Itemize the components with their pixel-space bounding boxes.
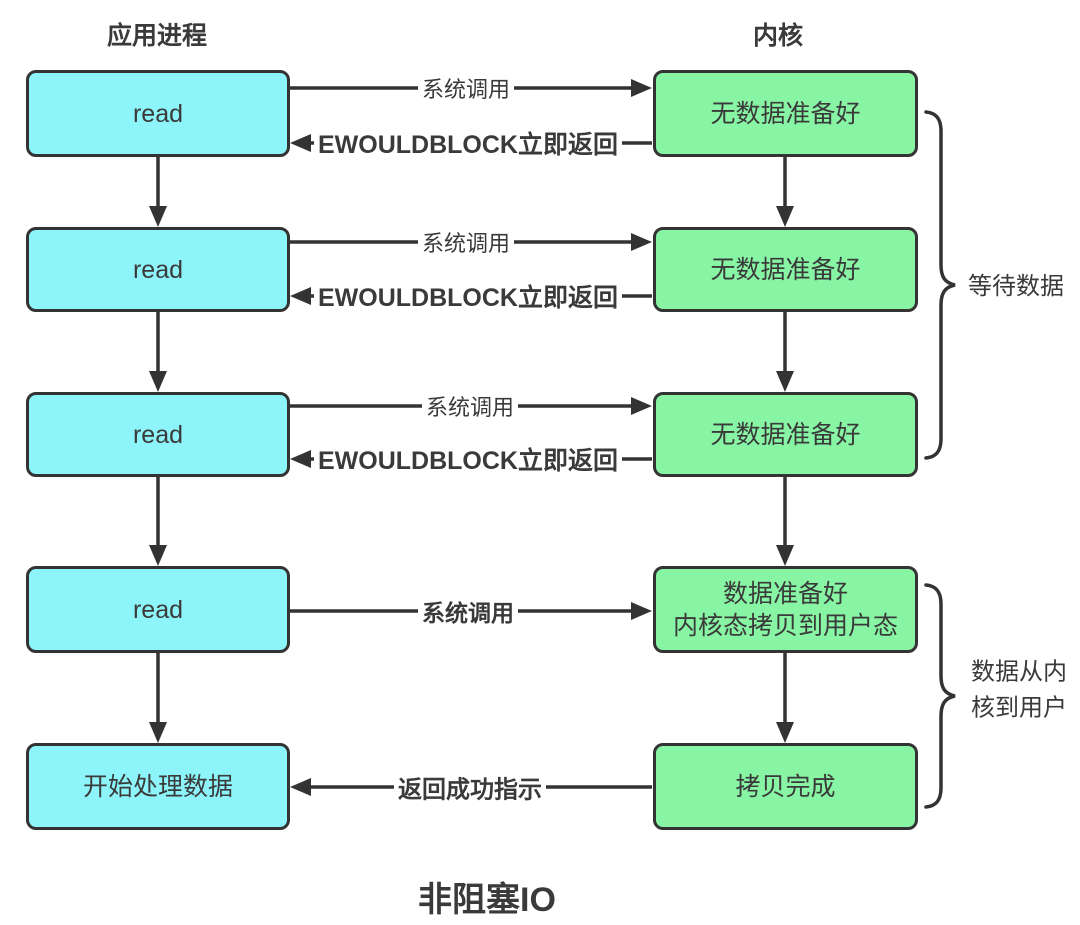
- process-box-read-4-label: read: [132, 595, 184, 624]
- arrow-down-left-4: [149, 653, 167, 743]
- kernel-box-no-data-3: 无数据准备好: [653, 392, 918, 477]
- arrow-down-right-1: [776, 157, 794, 227]
- brace-label-copy-phase-line1: 数据从内: [971, 658, 1067, 686]
- column-header-kernel: 内核: [752, 22, 804, 50]
- brace-wait-data: [924, 110, 956, 460]
- brace-label-wait-data: 等待数据: [968, 273, 1064, 301]
- arrow-down-left-2: [149, 312, 167, 392]
- label-return-success: 返回成功指示: [394, 769, 546, 805]
- kernel-box-no-data-1: 无数据准备好: [653, 70, 918, 157]
- brace-copy-phase: [924, 583, 956, 809]
- kernel-box-no-data-1-label: 无数据准备好: [710, 99, 861, 128]
- label-syscall-1: 系统调用: [417, 72, 515, 104]
- label-syscall-3: 系统调用: [421, 390, 519, 422]
- kernel-box-data-ready-line1: 数据准备好: [722, 579, 848, 608]
- kernel-box-no-data-2-label: 无数据准备好: [710, 255, 861, 284]
- process-box-read-1: read: [26, 70, 290, 157]
- process-box-start-processing: 开始处理数据: [26, 743, 290, 830]
- label-ewouldblock-1: EWOULDBLOCK立即返回: [314, 125, 622, 161]
- process-box-start-processing-label: 开始处理数据: [82, 772, 233, 801]
- label-ewouldblock-3: EWOULDBLOCK立即返回: [314, 441, 622, 477]
- kernel-box-no-data-3-label: 无数据准备好: [710, 420, 861, 449]
- brace-label-copy-phase: 数据从内 核到用户: [971, 654, 1067, 725]
- diagram-title: 非阻塞IO: [418, 881, 556, 919]
- arrow-down-right-4: [776, 653, 794, 743]
- arrow-down-left-3: [149, 477, 167, 566]
- arrow-down-right-2: [776, 312, 794, 392]
- process-box-read-1-label: read: [132, 99, 184, 128]
- arrow-down-left-1: [149, 157, 167, 227]
- kernel-box-data-ready-line2: 内核态拷贝到用户态: [672, 611, 898, 640]
- label-ewouldblock-2: EWOULDBLOCK立即返回: [314, 278, 622, 314]
- label-syscall-2: 系统调用: [417, 226, 515, 258]
- column-header-application-process: 应用进程: [106, 22, 208, 50]
- process-box-read-4: read: [26, 566, 290, 653]
- process-box-read-2: read: [26, 227, 290, 312]
- kernel-box-copy-complete-label: 拷贝完成: [735, 772, 836, 801]
- process-box-read-2-label: read: [132, 255, 184, 284]
- kernel-box-no-data-2: 无数据准备好: [653, 227, 918, 312]
- kernel-box-copy-complete: 拷贝完成: [653, 743, 918, 830]
- arrow-down-right-3: [776, 477, 794, 566]
- process-box-read-3: read: [26, 392, 290, 477]
- process-box-read-3-label: read: [132, 420, 184, 449]
- brace-label-copy-phase-line2: 核到用户: [971, 694, 1067, 721]
- kernel-box-data-ready: 数据准备好 内核态拷贝到用户态: [653, 566, 918, 653]
- label-syscall-4: 系统调用: [418, 594, 518, 628]
